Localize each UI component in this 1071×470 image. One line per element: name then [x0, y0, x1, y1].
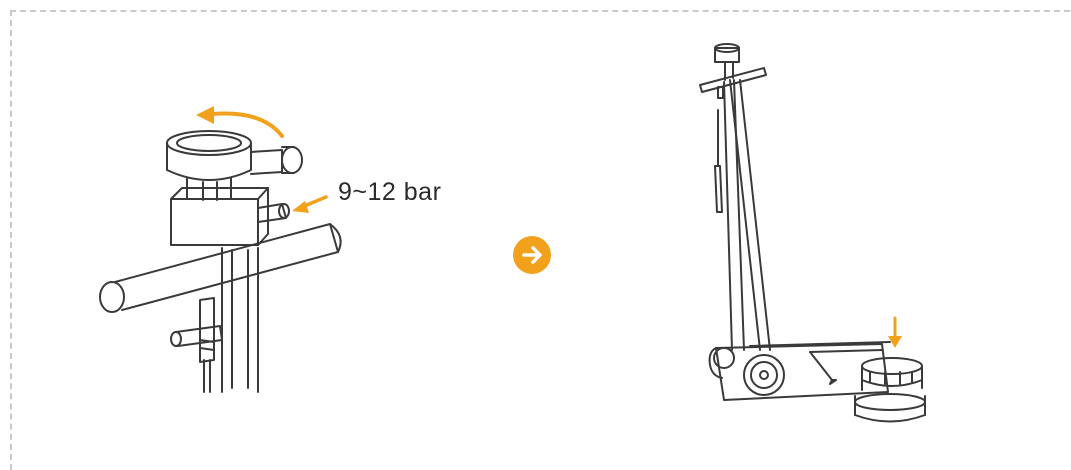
jack-illustration: [699, 43, 926, 423]
curved-arrow-icon: [210, 111, 284, 138]
circle-arrow-right-icon: [513, 236, 551, 274]
air-pressure-label: 9~12 bar: [338, 178, 442, 206]
dashed-frame: [10, 10, 1071, 470]
valve-closeup-illustration: [99, 106, 342, 393]
